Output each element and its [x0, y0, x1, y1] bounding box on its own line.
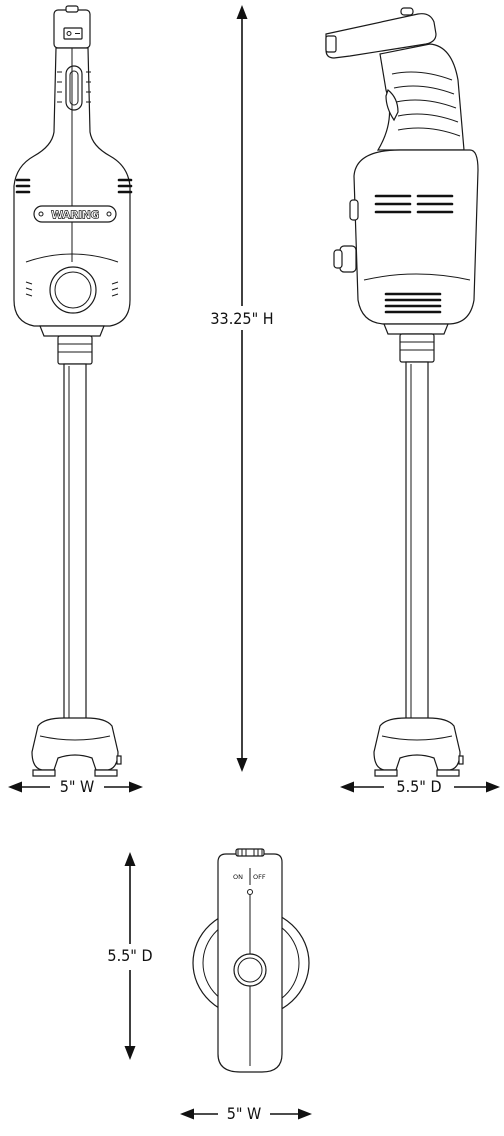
front-view-blender: WARING — [13, 5, 133, 777]
top-indicator-dot — [247, 889, 253, 895]
front-power-switch — [63, 27, 83, 40]
side-body-button — [349, 199, 359, 221]
side-handle-top — [325, 13, 437, 59]
front-collar-top — [39, 325, 105, 337]
side-shaft — [405, 361, 429, 727]
front-badge-rivet-right — [106, 211, 112, 217]
side-guard-foot-right — [436, 769, 460, 777]
side-top-button — [400, 7, 414, 16]
front-handle-grip-ticks — [57, 71, 91, 103]
top-width-arrow — [180, 1108, 312, 1120]
front-brand-badge — [33, 205, 117, 223]
front-guard-rim — [39, 735, 111, 741]
front-speed-knob-inner — [54, 271, 92, 309]
side-coupler — [399, 333, 435, 363]
front-width-arrow — [8, 781, 143, 793]
top-switch — [235, 848, 265, 857]
front-coupler — [57, 335, 93, 365]
front-width-label: 5" W — [59, 777, 95, 796]
side-lower-vents — [384, 292, 442, 314]
front-cap-button — [65, 5, 79, 13]
front-switch-on-mark — [66, 31, 72, 36]
side-depth-label: 5.5" D — [396, 777, 442, 796]
front-blade-guard — [31, 717, 119, 771]
side-upper-vents — [374, 194, 454, 214]
side-view-blender — [325, 7, 479, 777]
front-speed-knob — [49, 266, 97, 314]
side-depth-arrow — [340, 781, 500, 793]
front-grip-window — [65, 65, 83, 111]
side-guard-foot-left — [374, 769, 398, 777]
top-switch-on-label: ON — [233, 873, 243, 881]
side-motor-body — [353, 149, 479, 325]
top-view-blender: ON OFF — [192, 848, 310, 1073]
side-lower-seam — [363, 273, 471, 281]
top-depth-arrow — [124, 852, 136, 1060]
front-guard-foot-right — [94, 769, 118, 777]
top-speed-knob — [233, 953, 267, 987]
front-lower-seam — [25, 253, 119, 263]
side-blade-guard — [373, 717, 461, 771]
side-grip-ridges — [391, 71, 461, 137]
front-right-vents — [117, 178, 133, 194]
front-left-vents — [15, 178, 31, 194]
height-dimension-arrow — [236, 5, 248, 772]
side-guard-clip — [458, 755, 464, 765]
side-collar-top — [383, 323, 449, 335]
top-depth-label: 5.5" D — [107, 946, 153, 965]
side-knob-cap — [333, 249, 343, 269]
front-side-ridges — [25, 281, 119, 297]
front-brand-logo: WARING — [51, 209, 99, 222]
side-trigger — [385, 88, 399, 122]
side-guard-rim — [381, 735, 453, 741]
top-switch-ridges — [237, 849, 263, 856]
front-badge-rivet-left — [38, 211, 44, 217]
top-switch-off-label: OFF — [253, 873, 266, 881]
front-guard-clip — [116, 755, 122, 765]
top-width-label: 5" W — [226, 1104, 262, 1123]
top-speed-knob-inner — [237, 957, 263, 983]
side-handle-tip — [325, 35, 337, 53]
front-shaft — [63, 363, 87, 727]
front-guard-foot-left — [32, 769, 56, 777]
height-dimension-label: 33.25" H — [207, 310, 277, 328]
front-grip-window-inner — [69, 70, 79, 106]
